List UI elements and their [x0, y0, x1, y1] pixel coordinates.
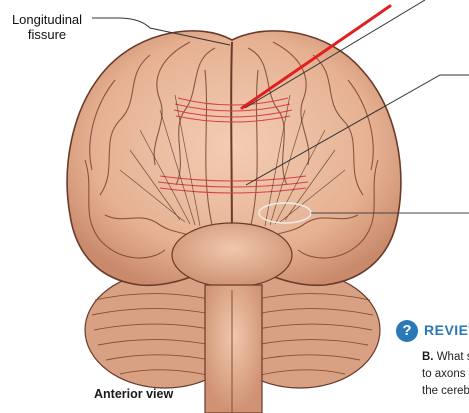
view-caption: Anterior view [94, 387, 174, 401]
review-line-1-text: What s [436, 351, 469, 363]
annotation-lines [92, 0, 469, 224]
fissure-label-line2: fissure [27, 27, 67, 42]
review-question-letter: B. [422, 351, 434, 363]
review-line-2: to axons [422, 368, 466, 380]
fissure-label-line1: Longitudinal [11, 12, 83, 27]
cerebrum [66, 30, 402, 287]
longitudinal-fissure-label: Longitudinal fissure [4, 12, 90, 42]
red-marker-stroke [240, 4, 392, 110]
review-line-1: B. What s [422, 351, 469, 363]
review-box: ? REVIEW B. What s to axons the cereb [396, 320, 469, 413]
review-title: REVIEW [424, 322, 469, 338]
brainstem [171, 222, 293, 413]
review-line-3: the cereb [422, 385, 469, 397]
question-icon: ? [396, 320, 418, 342]
